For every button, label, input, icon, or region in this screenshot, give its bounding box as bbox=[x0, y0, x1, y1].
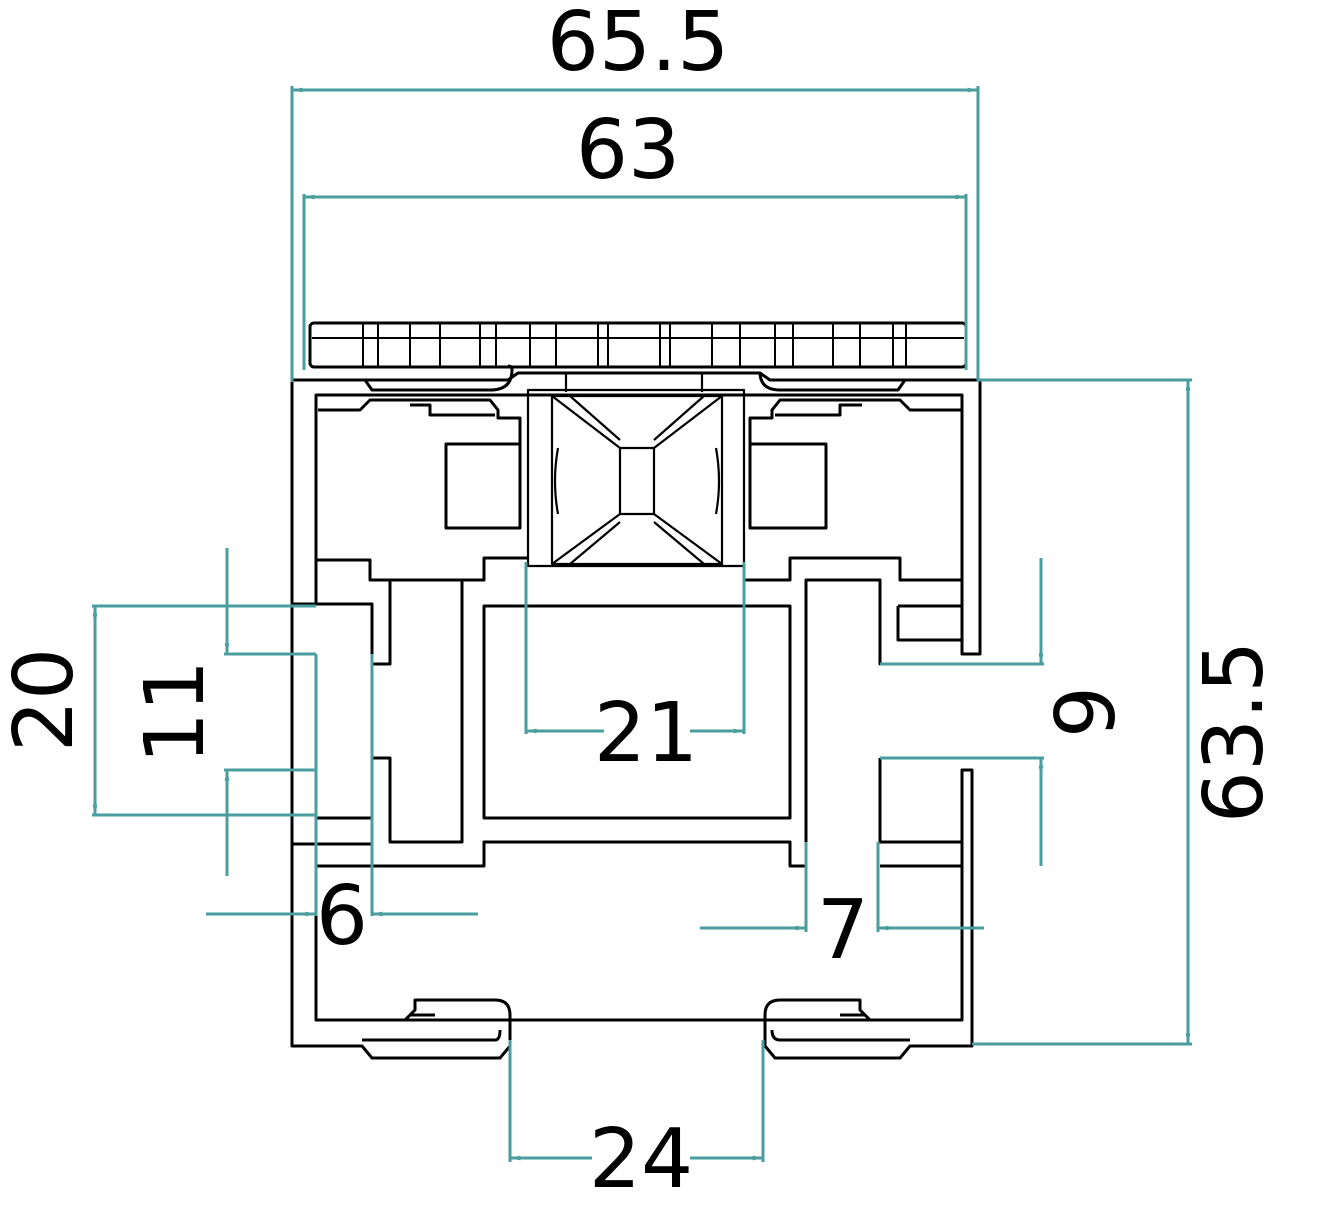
dimension-labels: 65.5 63 63.5 20 11 6 21 9 7 24 bbox=[0, 0, 1282, 1207]
label-left-wall: 6 bbox=[316, 869, 368, 964]
label-right-wall: 7 bbox=[817, 883, 869, 978]
dimension-lines bbox=[92, 86, 1192, 1162]
dim-center-opening bbox=[524, 562, 746, 734]
dim-bottom-opening bbox=[508, 1040, 765, 1162]
dim-left-inner-slot bbox=[224, 548, 316, 876]
label-right-slot: 9 bbox=[1039, 686, 1134, 738]
label-left-inner-slot: 11 bbox=[128, 660, 223, 764]
label-inner-width: 63 bbox=[576, 103, 680, 198]
aluminium-profile bbox=[290, 321, 982, 1060]
label-center-opening: 21 bbox=[594, 686, 698, 781]
lower-clip-left bbox=[316, 998, 512, 1046]
dim-overall-width bbox=[290, 86, 980, 382]
upper-clip-left bbox=[363, 364, 514, 417]
label-left-outer-slot: 20 bbox=[0, 648, 92, 752]
label-bottom-opening: 24 bbox=[589, 1112, 693, 1207]
dim-overall-height bbox=[972, 378, 1192, 1046]
dim-right-slot bbox=[880, 558, 1044, 866]
dim-inner-width bbox=[302, 194, 968, 370]
dim-right-wall bbox=[700, 842, 984, 932]
dim-left-outer-slot bbox=[92, 604, 316, 817]
dim-left-wall bbox=[206, 654, 478, 917]
center-gasket bbox=[526, 372, 746, 568]
top-glazing-strip bbox=[308, 321, 968, 369]
upper-clip-right bbox=[758, 371, 907, 417]
label-overall-width: 65.5 bbox=[547, 0, 730, 90]
lower-clip-right bbox=[763, 998, 962, 1046]
label-overall-height: 63.5 bbox=[1187, 641, 1282, 824]
upper-chamber bbox=[316, 398, 528, 582]
